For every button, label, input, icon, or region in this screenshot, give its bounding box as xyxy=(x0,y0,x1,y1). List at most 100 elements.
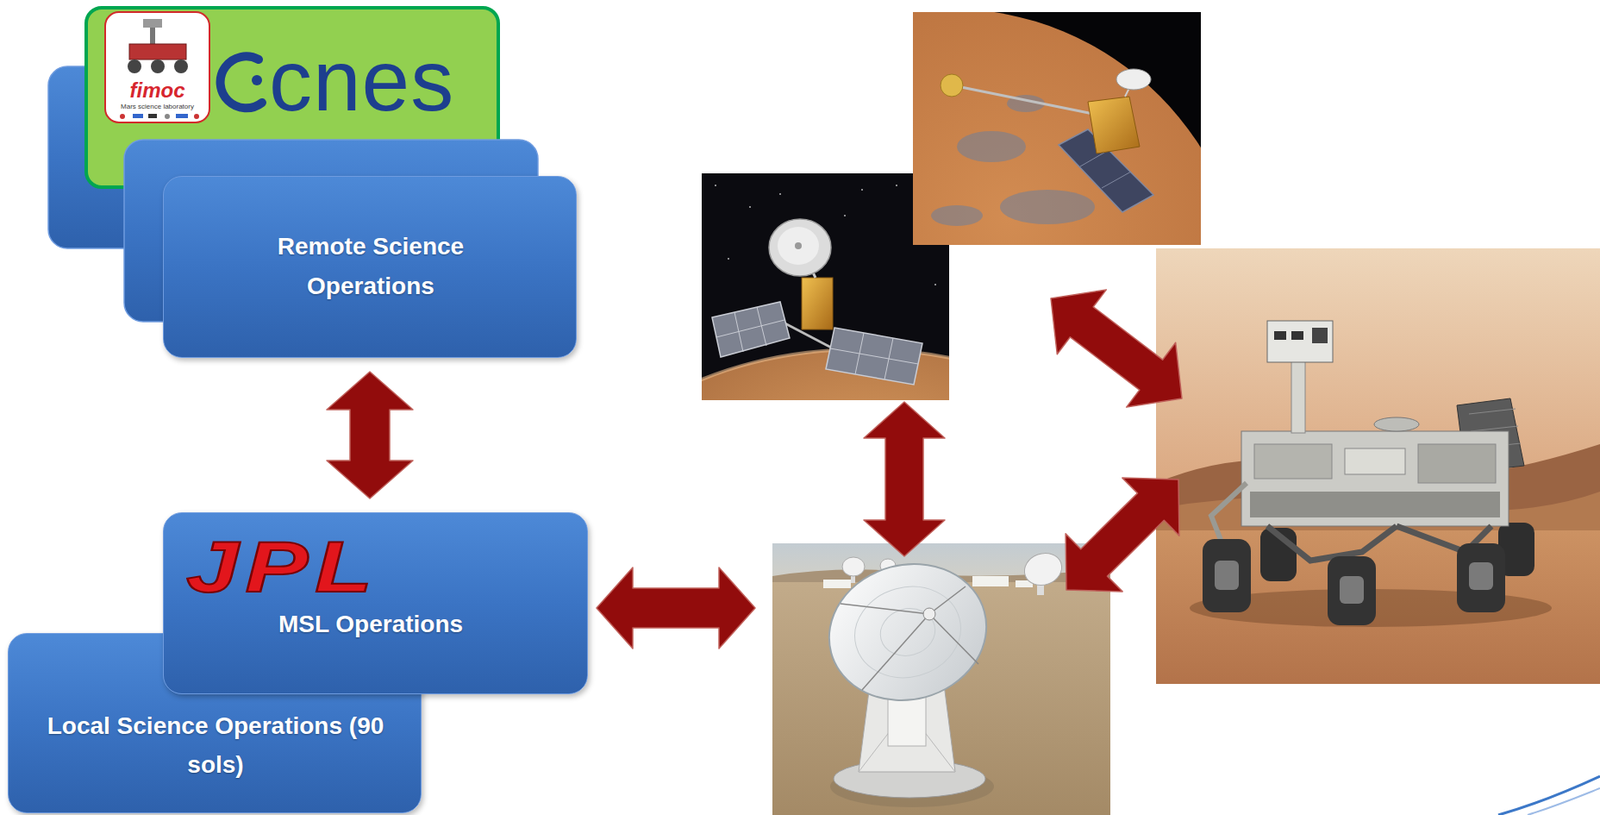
orbiter-photo xyxy=(912,12,1201,245)
large-antenna xyxy=(840,603,930,614)
spacecraft xyxy=(956,86,1094,114)
box-title: JPL xyxy=(186,530,523,603)
large-antenna xyxy=(923,607,936,620)
large-antenna xyxy=(813,546,1002,718)
antenna-photo xyxy=(772,543,1111,815)
large-antenna xyxy=(929,586,966,614)
spacecraft xyxy=(940,68,1154,213)
box-text: Mars science laboratory xyxy=(105,102,210,112)
rover xyxy=(1267,525,1397,561)
spacecraft xyxy=(716,319,785,338)
stars xyxy=(749,206,751,208)
partner-logos xyxy=(175,113,188,119)
text-slot: fimoc xyxy=(105,78,210,103)
stars xyxy=(843,214,846,217)
rover xyxy=(1291,331,1304,340)
rover-icon xyxy=(150,59,165,74)
partner-logos xyxy=(119,113,125,119)
partner-logos xyxy=(193,113,200,119)
text-slot: JPL xyxy=(186,530,523,603)
stars xyxy=(895,184,898,187)
large-antenna xyxy=(813,546,1002,807)
rover xyxy=(1202,538,1251,613)
rover xyxy=(1418,443,1496,483)
rover-photo xyxy=(1156,248,1600,684)
text-slot: Local Science Operations (90 sols) xyxy=(43,706,388,784)
cnes-mark xyxy=(251,75,263,86)
rover xyxy=(1267,320,1333,363)
stars xyxy=(934,283,937,286)
rover xyxy=(1214,560,1239,590)
decorative-curve xyxy=(1498,775,1600,815)
text-slot: cnes xyxy=(268,37,485,124)
orbiter-photo xyxy=(701,173,950,400)
process-box: JPL MSL Operations xyxy=(162,512,588,694)
stars xyxy=(727,257,730,260)
spacecraft xyxy=(801,277,833,330)
planet-markings xyxy=(956,131,1026,163)
box-title: Remote Science Operations xyxy=(232,226,509,307)
text-slot: MSL Operations xyxy=(163,609,578,639)
process-box: Remote Science Operations xyxy=(162,175,577,358)
large-antenna xyxy=(844,575,972,690)
rover xyxy=(1344,448,1406,475)
spacecraft xyxy=(1116,68,1151,90)
stars xyxy=(714,184,937,286)
stars xyxy=(714,184,717,187)
spacecraft xyxy=(794,242,802,250)
spacecraft xyxy=(825,327,923,385)
rover xyxy=(1274,331,1287,340)
rover xyxy=(1456,543,1506,613)
small-antennas xyxy=(1019,548,1067,591)
buildings xyxy=(972,575,1009,587)
box-text: MSL Operations xyxy=(163,609,578,639)
cnes-mark xyxy=(220,56,263,108)
rover xyxy=(1291,353,1306,433)
spacecraft xyxy=(777,226,819,265)
planet-markings xyxy=(931,205,983,226)
double-arrow xyxy=(326,371,413,499)
partner-logos xyxy=(148,113,157,119)
stars xyxy=(861,188,863,191)
rover-icon xyxy=(127,18,188,74)
decorative-curve xyxy=(1527,787,1600,815)
rover xyxy=(1254,443,1332,479)
spacecraft xyxy=(1087,96,1140,154)
double-arrow xyxy=(863,401,945,557)
buildings xyxy=(823,579,851,588)
double-arrow xyxy=(596,567,756,649)
rover xyxy=(1327,556,1376,625)
rover xyxy=(1189,320,1552,627)
rover-icon xyxy=(143,18,163,28)
spacecraft xyxy=(830,348,919,364)
large-antenna xyxy=(862,613,930,690)
box-title: Local Science Operations (90 sols) xyxy=(43,706,388,784)
rover-icon xyxy=(127,59,142,74)
rover xyxy=(1470,425,1519,432)
rover xyxy=(1312,327,1328,344)
box-text: cnes xyxy=(268,37,485,124)
text-slot: Remote Science Operations xyxy=(232,226,509,307)
spacecraft xyxy=(940,74,963,97)
spacecraft xyxy=(1101,171,1132,188)
double-arrow xyxy=(1050,289,1182,407)
box-title: fimoc xyxy=(105,78,210,103)
partner-logos xyxy=(132,113,144,119)
spacecraft xyxy=(768,218,832,276)
logo-badge xyxy=(105,12,210,123)
rover xyxy=(1211,482,1247,549)
planet-markings xyxy=(931,94,1095,226)
small-antennas xyxy=(842,556,865,576)
partner-logos xyxy=(164,113,170,119)
cnes-mark xyxy=(220,56,263,108)
double-arrow xyxy=(1065,477,1180,592)
rover xyxy=(1241,431,1509,526)
large-antenna xyxy=(929,613,979,664)
spacecraft xyxy=(712,218,923,385)
planet-markings xyxy=(1000,189,1095,225)
text-slot: Mars science laboratory xyxy=(105,102,210,112)
rover xyxy=(1339,575,1364,604)
rover-icon xyxy=(174,59,188,74)
rover xyxy=(1374,417,1419,432)
